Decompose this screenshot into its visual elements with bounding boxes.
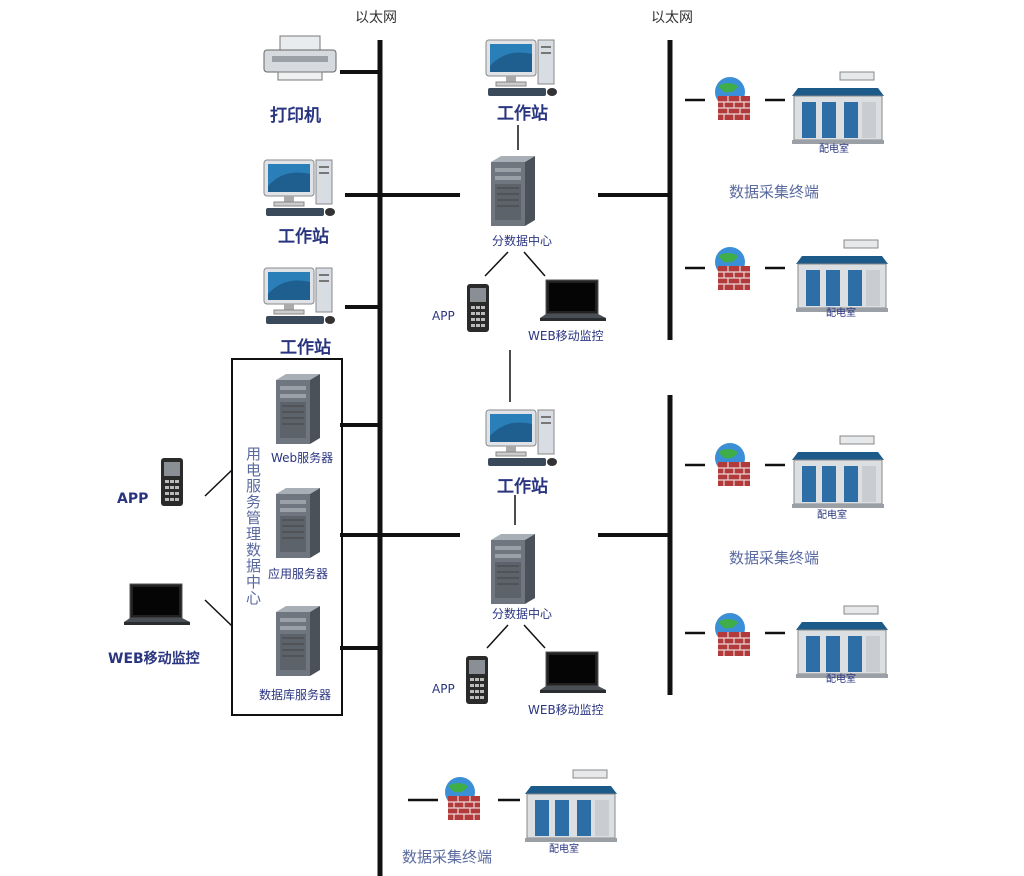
- room-label: 配电室: [819, 144, 849, 155]
- laptop-icon: [539, 651, 607, 694]
- sub-center-label: 分数据中心: [492, 234, 553, 248]
- remote-app-label: APP: [117, 491, 149, 507]
- firewall-globe-icon: [714, 246, 751, 291]
- remote-web-label: WEB移动监控: [108, 651, 200, 667]
- web-monitor-label: WEB移动监控: [528, 329, 604, 343]
- app-label: APP: [432, 309, 455, 323]
- workstation-icon: [263, 159, 336, 217]
- data-center-title: 用电服务管理数据中心: [244, 446, 262, 606]
- web-monitor-label: WEB移动监控: [528, 703, 604, 717]
- substation-icon: [795, 605, 889, 679]
- terminal-label: 数据采集终端: [402, 848, 493, 866]
- terminal-label: 数据采集终端: [729, 183, 820, 201]
- room-label: 配电室: [826, 308, 856, 319]
- substation-icon: [791, 435, 885, 509]
- workstation-label: 工作站: [280, 338, 331, 358]
- substation-icon: [524, 769, 618, 843]
- laptop-icon: [539, 279, 607, 322]
- workstation-icon: [263, 267, 336, 325]
- app-server-label: 应用服务器: [268, 567, 329, 581]
- phone-icon: [161, 458, 183, 506]
- workstation-label: 工作站: [497, 477, 548, 497]
- terminal-label: 数据采集终端: [729, 549, 820, 567]
- phone-icon: [466, 656, 488, 704]
- workstation-label: 工作站: [497, 104, 548, 124]
- data-center-box: [231, 358, 343, 716]
- phone-icon: [467, 284, 489, 332]
- db-server-label: 数据库服务器: [259, 688, 332, 702]
- room-label: 配电室: [817, 510, 847, 521]
- web-server-label: Web服务器: [271, 451, 334, 465]
- workstation-icon: [485, 39, 558, 97]
- workstation-label: 工作站: [278, 227, 329, 247]
- firewall-globe-icon: [444, 776, 481, 821]
- substation-icon: [791, 71, 885, 145]
- sub-center-label: 分数据中心: [492, 607, 553, 621]
- printer-icon: [263, 35, 337, 81]
- room-label: 配电室: [549, 844, 579, 855]
- app-label: APP: [432, 682, 455, 696]
- firewall-globe-icon: [714, 612, 751, 657]
- ethernet-label-right: 以太网: [651, 10, 693, 26]
- laptop-icon: [123, 583, 191, 626]
- ethernet-label-left: 以太网: [355, 10, 397, 26]
- server-icon: [490, 155, 536, 227]
- server-icon: [490, 533, 536, 605]
- workstation-icon: [485, 409, 558, 467]
- firewall-globe-icon: [714, 76, 751, 121]
- substation-icon: [795, 239, 889, 313]
- printer-label: 打印机: [270, 106, 321, 126]
- room-label: 配电室: [826, 674, 856, 685]
- firewall-globe-icon: [714, 442, 751, 487]
